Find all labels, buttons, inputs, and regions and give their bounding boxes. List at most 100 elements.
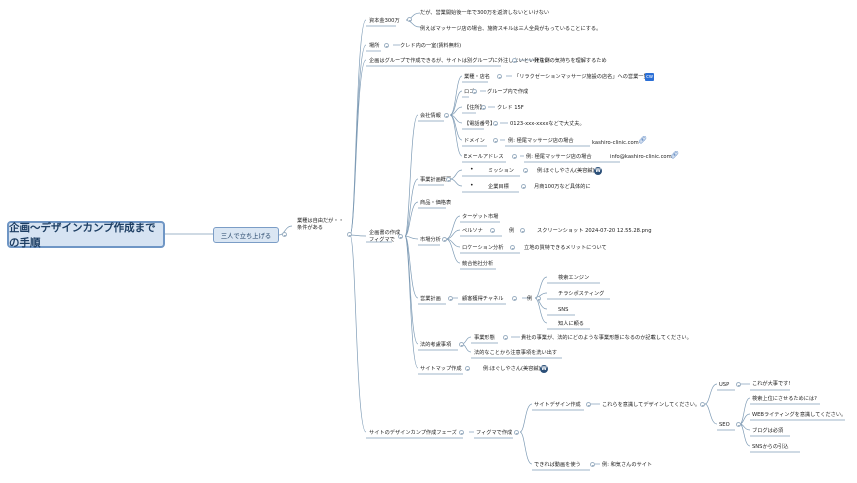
main-topic-node[interactable]: 三人で立ち上げる	[213, 227, 279, 243]
place-node[interactable]: 場所	[369, 43, 380, 49]
collapse-toggle-icon[interactable]	[503, 335, 508, 340]
company-row-value[interactable]: 「リラクゼーションマッサージ施設の店名」への営業一覧	[514, 74, 649, 80]
seo-item[interactable]: ブログは必須	[752, 428, 784, 434]
collapse-toggle-icon[interactable]	[465, 366, 470, 371]
market-item[interactable]: ターゲット市場	[462, 214, 499, 220]
collapse-toggle-icon[interactable]	[472, 89, 477, 94]
capital-node[interactable]: 資本金300万	[369, 18, 400, 24]
collapse-toggle-icon[interactable]	[512, 296, 517, 301]
collapse-toggle-icon[interactable]	[347, 232, 352, 237]
legal-node[interactable]: 法的考慮事項	[420, 342, 452, 348]
location-value[interactable]: 立地の質特できるメリットについて	[524, 245, 607, 251]
persona-mid[interactable]: 例	[509, 228, 515, 234]
link-icon[interactable]: 🔗︎	[670, 151, 679, 159]
collapse-toggle-icon[interactable]	[398, 234, 403, 239]
legal-item[interactable]: 法的なことから注意事項を洗い出す	[474, 350, 558, 356]
collapse-toggle-icon[interactable]	[384, 43, 389, 48]
collapse-toggle-icon[interactable]	[444, 113, 449, 118]
legal-item-value[interactable]: 貴社の事業が、法的にどのような事業形態になるのか記載してください。	[521, 335, 692, 341]
document-node[interactable]: 企画書の作成 フィグマで	[369, 230, 401, 243]
video-value[interactable]: 例: 和気さんのサイト	[602, 462, 653, 468]
usp-node[interactable]: USP	[719, 382, 730, 388]
site-design-note[interactable]: これらを意識してデザインしてください。	[602, 402, 701, 408]
hub-node[interactable]: 業種は自由だが・・ 条件がある	[297, 218, 344, 231]
capital-note-2[interactable]: 例えばマッサージ店の場合、施術スキルは三人全員がもっていることにする。	[420, 26, 602, 32]
channel-item[interactable]: 検索エンジン	[558, 275, 590, 281]
company-row-value[interactable]: クレド 15F	[497, 105, 524, 111]
seo-item[interactable]: 検索上位にさせるためには?	[752, 396, 817, 402]
collapse-toggle-icon[interactable]	[512, 154, 517, 159]
goal-value[interactable]: 月商100万など具体的に	[534, 184, 591, 190]
company-row-key[interactable]: ドメイン	[464, 138, 485, 144]
collapse-toggle-icon[interactable]	[523, 168, 528, 173]
collapse-toggle-icon[interactable]	[407, 17, 412, 22]
channel-item[interactable]: SNS	[558, 307, 569, 313]
collapse-toggle-icon[interactable]	[520, 228, 525, 233]
collapse-toggle-icon[interactable]	[700, 402, 705, 407]
root-node[interactable]: 企画〜デザインカンプ作成までの手順	[7, 221, 165, 249]
company-row-key[interactable]: ロゴ	[464, 89, 475, 95]
channel-item[interactable]: チラシポスティング	[558, 291, 605, 297]
products-node[interactable]: 商品・価格表	[420, 200, 452, 206]
planning-value[interactable]: 発注側の気持ちを理解するため	[534, 58, 607, 64]
collapse-toggle-icon[interactable]	[282, 232, 287, 237]
collapse-toggle-icon[interactable]	[510, 245, 515, 250]
company-row-value[interactable]: 例: 極尾マッサージ店の場合	[526, 154, 592, 160]
mission-key[interactable]: ミッション	[488, 168, 514, 174]
channel-mid[interactable]: 例	[527, 296, 533, 302]
collapse-toggle-icon[interactable]	[736, 382, 741, 387]
collapse-toggle-icon[interactable]	[446, 177, 451, 182]
market-node[interactable]: 市場分析	[420, 237, 441, 243]
collapse-toggle-icon[interactable]	[493, 121, 498, 126]
capital-note-1[interactable]: だが、営業開始後一年で300万を返済しないといけない	[420, 10, 550, 16]
goal-key[interactable]: 企業目標	[488, 184, 509, 190]
collapse-toggle-icon[interactable]	[590, 462, 595, 467]
figma-node[interactable]: フィグマで作成	[476, 430, 513, 436]
sales-node[interactable]: 営業計画	[420, 296, 441, 302]
email-example[interactable]: info@kashiro-clinic.com	[610, 154, 672, 160]
channel-item[interactable]: 知人に頼る	[558, 321, 584, 327]
collapse-toggle-icon[interactable]	[521, 184, 526, 189]
company-row-key[interactable]: 【住所】	[464, 105, 485, 111]
link-icon[interactable]: 🔗︎	[638, 136, 647, 144]
collapse-toggle-icon[interactable]	[512, 58, 517, 63]
collapse-toggle-icon[interactable]	[736, 422, 741, 427]
sitemap-node[interactable]: サイトマップ作成	[420, 366, 462, 372]
collapse-toggle-icon[interactable]	[493, 138, 498, 143]
sitemap-value[interactable]: 例:ほぐしやさん(美容鍼)	[483, 366, 541, 372]
collapse-toggle-icon[interactable]	[481, 105, 486, 110]
collapse-toggle-icon[interactable]	[459, 342, 464, 347]
seo-node[interactable]: SEO	[719, 422, 730, 428]
company-info-node[interactable]: 会社情報	[420, 113, 441, 119]
site-design-node[interactable]: サイトデザイン作成	[534, 402, 581, 408]
mission-value[interactable]: 例:ほぐしやさん(美容鍼)	[537, 168, 595, 174]
market-item[interactable]: 競合他社分析	[462, 261, 494, 267]
company-row-value[interactable]: グループ内で作成	[487, 89, 529, 95]
seo-item[interactable]: SNSからの引込	[752, 444, 789, 450]
domain-example[interactable]: kashiro-clinic.com	[592, 140, 639, 146]
collapse-toggle-icon[interactable]	[448, 296, 453, 301]
seo-item[interactable]: WEBライティングを意識してください。	[752, 412, 847, 418]
collapse-toggle-icon[interactable]	[497, 74, 502, 79]
collapse-toggle-icon[interactable]	[514, 430, 519, 435]
business-plan-node[interactable]: 事業計画概要	[420, 177, 452, 183]
persona-value[interactable]: スクリーンショット 2024-07-20 12.55.28.png	[537, 228, 652, 234]
company-row-key[interactable]: 業種・店名	[464, 74, 490, 80]
design-phase-node[interactable]: サイトのデザインカンプ作成フェーズ	[369, 430, 457, 436]
collapse-toggle-icon[interactable]	[459, 430, 464, 435]
company-row-value[interactable]: 0123-xxx-xxxxなどで大丈夫。	[510, 121, 585, 127]
collapse-toggle-icon[interactable]	[586, 402, 591, 407]
company-row-key[interactable]: Eメールアドレス	[464, 154, 504, 160]
video-node[interactable]: できれば動画を使う	[534, 462, 581, 468]
company-row-key[interactable]: 【電話番号】	[464, 121, 496, 127]
market-item[interactable]: ペルソナ	[462, 228, 483, 234]
company-row-value[interactable]: 例: 極尾マッサージ店の場合	[508, 138, 574, 144]
usp-value[interactable]: これが大事です!	[752, 381, 791, 387]
market-item[interactable]: ロケーション分析	[462, 245, 504, 251]
collapse-toggle-icon[interactable]	[536, 296, 541, 301]
collapse-toggle-icon[interactable]	[490, 228, 495, 233]
legal-item[interactable]: 事業形態	[474, 335, 495, 341]
channel-node[interactable]: 顧客獲得チャネル	[462, 296, 504, 302]
place-value[interactable]: クレド内の一室(賃料無料)	[400, 43, 462, 49]
planning-node[interactable]: 企画はグループで作成できるが、サイトは別グループに外注しないといけない	[369, 58, 550, 64]
